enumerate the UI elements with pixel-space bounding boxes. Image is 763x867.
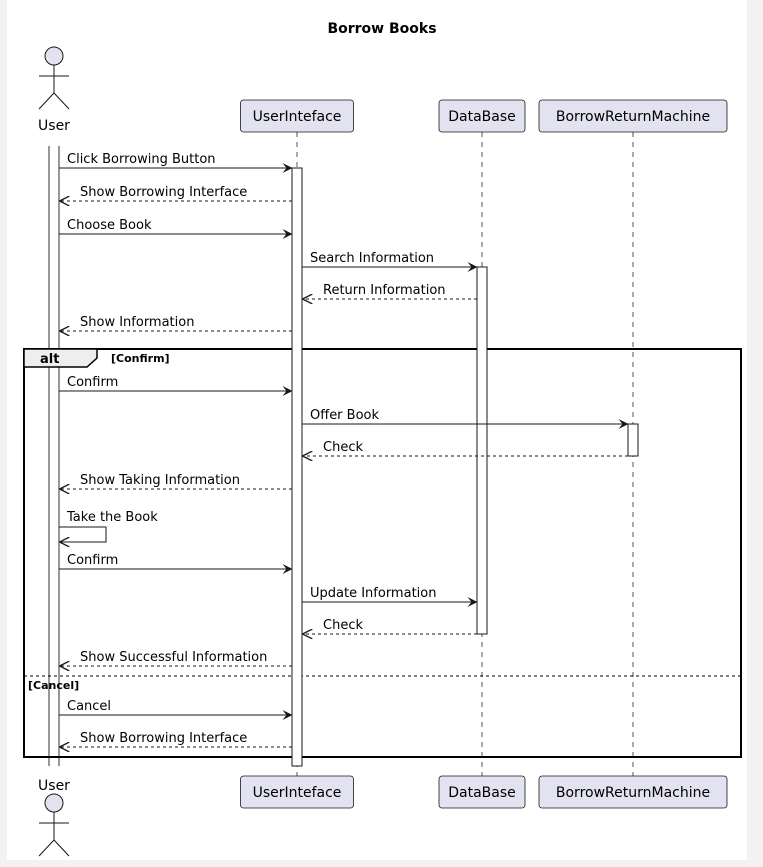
participant-label-brm-top: BorrowReturnMachine: [556, 109, 710, 125]
message-label: Show Borrowing Interface: [80, 731, 247, 746]
message-label: Search Information: [310, 251, 434, 266]
activation-ui: [291, 167, 303, 767]
participant-label-db-bottom: DataBase: [448, 785, 516, 801]
participant-label-db-top: DataBase: [448, 109, 516, 125]
participant-label-ui-bottom: UserInteface: [253, 785, 342, 801]
diagram-title: Borrow Books: [327, 21, 436, 37]
participant-box-db-bottom: [438, 775, 526, 809]
message-label: Confirm: [67, 553, 118, 568]
alt-guard-confirm: [Confirm]: [111, 352, 170, 365]
message-label: Update Information: [310, 586, 436, 601]
message-label: Return Information: [323, 283, 446, 298]
participant-box-brm-top: [538, 99, 728, 133]
diagram-svg: Borrow Books alt [Confirm] [Cancel] Click …: [23, 21, 742, 857]
message-label: Cancel: [67, 699, 111, 714]
activation-db: [476, 266, 488, 635]
participant-box-db-top: [438, 99, 526, 133]
participant-box-ui-top: [240, 99, 354, 133]
alt-frame: alt [Confirm] [Cancel]: [23, 348, 742, 758]
participant-label-bottom: User: [38, 778, 70, 794]
sequence-diagram: Borrow Books alt [Confirm] [Cancel] Click …: [7, 0, 747, 860]
message-label: Show Borrowing Interface: [80, 185, 247, 200]
message-label: Confirm: [67, 375, 118, 390]
message-label: Choose Book: [67, 218, 152, 233]
message-arrow-self: [59, 526, 107, 542]
message-label: Click Borrowing Button: [67, 152, 216, 167]
alt-guard-cancel: [Cancel]: [28, 679, 79, 692]
actor-icon: [38, 793, 70, 857]
message-label: Show Successful Information: [80, 650, 267, 665]
message-label: Show Taking Information: [80, 473, 240, 488]
message-label: Check: [323, 440, 363, 455]
message-label: Show Information: [80, 315, 194, 330]
alt-frame-border: [23, 348, 742, 758]
activation-brm: [627, 423, 639, 457]
message-label: Offer Book: [310, 408, 379, 423]
message-label: Check: [323, 618, 363, 633]
participant-label-ui-top: UserInteface: [253, 109, 342, 125]
participant-heads: UserUserUserIntefaceUserIntefaceDataBase…: [38, 46, 728, 857]
actor-icon: [38, 46, 70, 110]
alt-frame-tab: [23, 348, 98, 368]
message-label: Take the Book: [66, 510, 158, 525]
alt-keyword: alt: [40, 352, 59, 367]
participant-box-brm-bottom: [538, 775, 728, 809]
participant-label-top: User: [38, 118, 70, 134]
participant-box-ui-bottom: [240, 775, 354, 809]
participant-label-brm-bottom: BorrowReturnMachine: [556, 785, 710, 801]
activations: [291, 167, 639, 767]
